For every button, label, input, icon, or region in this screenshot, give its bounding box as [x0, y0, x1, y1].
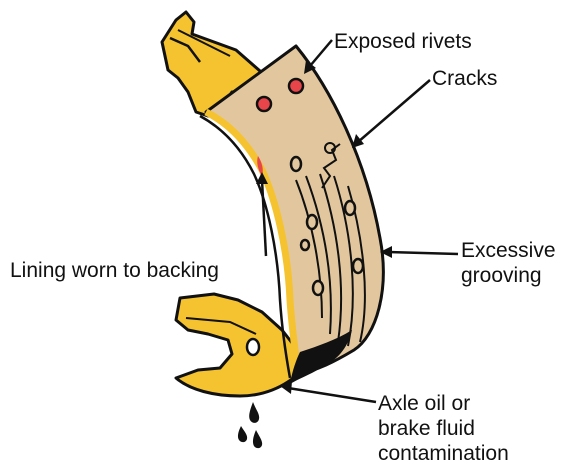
label-contamination-line2: brake fluid [378, 416, 509, 441]
leader-grooving [388, 252, 458, 254]
label-exposed-rivets: Exposed rivets [334, 29, 472, 54]
leader-contam [288, 388, 376, 402]
leader-lining [262, 180, 266, 256]
arrowhead-cracks [352, 134, 364, 148]
label-cracks: Cracks [432, 66, 497, 91]
label-lining-worn: Lining worn to backing [10, 258, 219, 283]
label-contamination-line3: contamination [378, 441, 509, 466]
label-excessive-grooving-line1: Excessive [461, 238, 556, 263]
label-contamination-line1: Axle oil or [378, 391, 509, 416]
label-excessive-grooving: Excessive grooving [461, 238, 556, 288]
oil-drops [238, 402, 262, 448]
label-contamination: Axle oil or brake fluid contamination [378, 391, 509, 466]
leader-cracks [358, 80, 430, 142]
label-excessive-grooving-line2: grooving [461, 263, 556, 288]
leader-rivets [310, 40, 332, 66]
